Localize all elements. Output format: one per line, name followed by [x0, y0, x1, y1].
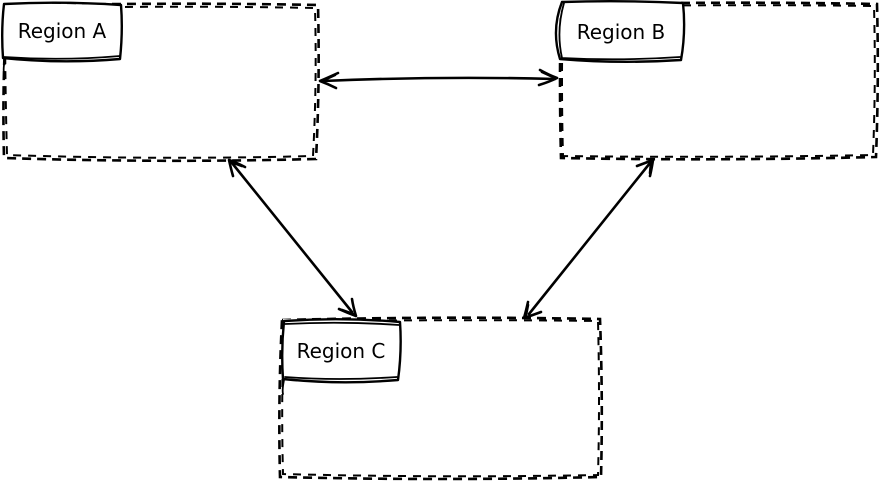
region-b: Region B: [554, 0, 880, 161]
region-b-label-box-fill: [556, 1, 684, 61]
region-c-label-box-fill: [282, 319, 401, 381]
region-b-boundary: [558, 1, 880, 161]
arrow-a-c-head-bottom: [337, 297, 358, 318]
region-a-label-box: Region A: [1, 1, 123, 73]
region-c-label-box: Region C: [281, 318, 402, 395]
arrow-a-b: [318, 68, 559, 90]
region-a-label: Region A: [18, 19, 107, 43]
region-a-label-box-border: [1, 1, 123, 63]
region-a-label-box-fill: [2, 3, 122, 60]
region-c-boundary-overdraw: [281, 319, 600, 478]
region-b-label-box: Region B: [554, 0, 686, 63]
arrow-b-c-head-top: [635, 158, 655, 178]
region-c: Region C: [278, 316, 604, 481]
arrow-a-b-head-right: [537, 68, 559, 87]
arrow-a-b-head-left: [318, 71, 340, 90]
region-a: Region A: [1, 1, 320, 163]
arrow-a-c-head-top: [227, 158, 247, 178]
arrow-a-b-shaft: [321, 76, 557, 83]
region-c-label-box-border-overdraw: [281, 321, 400, 395]
region-b-boundary-overdraw: [561, 4, 876, 158]
arrow-a-c-shaft: [230, 161, 354, 314]
region-b-label: Region B: [577, 20, 666, 44]
region-a-label-box-border-overdraw: [2, 55, 121, 73]
arrow-b-c-shaft: [527, 161, 652, 316]
arrow-b-c-head-bottom: [522, 300, 543, 320]
arrow-b-c: [522, 158, 655, 320]
region-a-boundary: [2, 2, 320, 163]
region-c-boundary: [278, 316, 604, 481]
region-b-label-box-border-overdraw: [558, 2, 681, 61]
region-c-label: Region C: [297, 339, 386, 363]
region-a-boundary-overdraw: [4, 5, 317, 159]
region-b-label-box-border: [554, 0, 686, 63]
arrow-a-c: [227, 158, 358, 318]
region-c-label-box-border: [281, 318, 402, 384]
